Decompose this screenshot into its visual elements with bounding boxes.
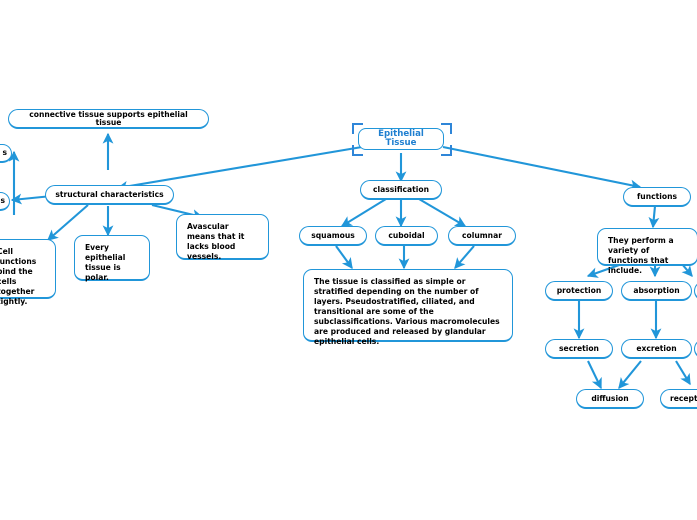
node-label: columnar bbox=[462, 230, 502, 240]
node-columnar[interactable]: columnar bbox=[448, 226, 516, 246]
node-reception[interactable]: recepti bbox=[660, 389, 697, 409]
node-label: Avascular means that it lacks blood vess… bbox=[187, 222, 245, 262]
node-squamous[interactable]: squamous bbox=[299, 226, 367, 246]
node-label: They perform a variety of functions that… bbox=[608, 236, 674, 276]
node-cuboidal[interactable]: cuboidal bbox=[375, 226, 438, 246]
node-label: structural characteristics bbox=[55, 189, 164, 199]
node-absorption[interactable]: absorption bbox=[621, 281, 692, 301]
node-label: functions bbox=[637, 191, 677, 201]
node-label: classification bbox=[373, 184, 429, 194]
node-label: protection bbox=[556, 285, 602, 295]
selection-handle-top-left[interactable] bbox=[352, 123, 363, 134]
node-structural-characteristics[interactable]: structural characteristics bbox=[45, 185, 174, 205]
node-functions-description[interactable]: They perform a variety of functions that… bbox=[597, 228, 697, 275]
node-label: s bbox=[0, 196, 5, 206]
selection-handle-bottom-left[interactable] bbox=[352, 145, 363, 156]
node-label: s bbox=[2, 148, 7, 158]
node-root-epithelial-tissue[interactable]: Epithelial Tissue bbox=[358, 128, 444, 150]
node-label: connective tissue supports epithelial ti… bbox=[29, 109, 188, 127]
node-classification[interactable]: classification bbox=[360, 180, 442, 200]
node-cell-junctions[interactable]: Cell junctions bind the cells together t… bbox=[0, 239, 56, 306]
node-classification-description[interactable]: The tissue is classified as simple or st… bbox=[303, 269, 513, 346]
node-secretion[interactable]: secretion bbox=[545, 339, 613, 359]
node-label: absorption bbox=[633, 285, 680, 295]
node-label: squamous bbox=[311, 230, 355, 240]
node-clipped-left-upper[interactable]: s bbox=[0, 144, 12, 163]
selection-handle-bottom-right[interactable] bbox=[441, 145, 452, 156]
node-functions[interactable]: functions bbox=[623, 187, 691, 207]
node-label: Epithelial Tissue bbox=[378, 129, 424, 148]
node-diffusion[interactable]: diffusion bbox=[576, 389, 644, 409]
node-label: The tissue is classified as simple or st… bbox=[314, 277, 500, 347]
selection-handle-top-right[interactable] bbox=[441, 123, 452, 134]
node-label: Every epithelial tissue is polar. bbox=[85, 243, 126, 283]
node-avascular[interactable]: Avascular means that it lacks blood vess… bbox=[176, 214, 269, 262]
node-label: diffusion bbox=[591, 393, 629, 403]
node-label: cuboidal bbox=[388, 230, 425, 240]
node-label: Cell junctions bind the cells together t… bbox=[0, 247, 37, 307]
node-every-epithelial-polar[interactable]: Every epithelial tissue is polar. bbox=[74, 235, 150, 283]
node-protection[interactable]: protection bbox=[545, 281, 613, 301]
node-label: excretion bbox=[636, 343, 677, 353]
node-label: recepti bbox=[670, 393, 697, 403]
node-connective-tissue[interactable]: connective tissue supports epithelial ti… bbox=[8, 109, 209, 129]
node-label: secretion bbox=[559, 343, 599, 353]
node-excretion[interactable]: excretion bbox=[621, 339, 692, 359]
node-clipped-left-middle[interactable]: s bbox=[0, 192, 10, 211]
